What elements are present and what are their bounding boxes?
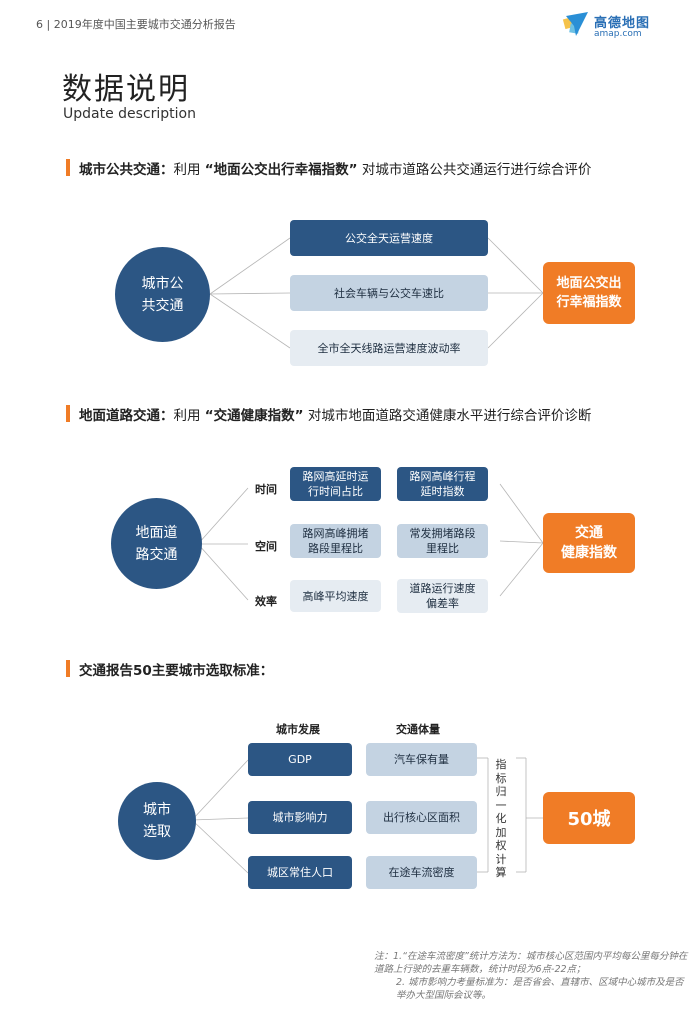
criteria-box: 在途车流密度 <box>366 856 477 889</box>
indicator-box: 路网高峰行程延时指数 <box>397 467 488 501</box>
section-marker <box>66 660 70 677</box>
footnote: 注：1.“在途车流密度”统计方法为：城市核心区范围内平均每公里每分钟在道路上行驶… <box>374 950 688 1002</box>
criteria-box: GDP <box>248 743 352 776</box>
criteria-box: 出行核心区面积 <box>366 801 477 834</box>
row-label-efficiency: 效率 <box>255 595 277 608</box>
section-1-item: 公交全天运营速度 <box>290 220 488 256</box>
section-3-result: 50城 <box>543 792 635 844</box>
row-label-time: 时间 <box>255 483 277 496</box>
footnote-1: 注：1.“在途车流密度”统计方法为：城市核心区范围内平均每公里每分钟在道路上行驶… <box>374 951 688 975</box>
section-1-result: 地面公交出行幸福指数 <box>543 262 635 324</box>
amap-logo: 高德地图 amap.com <box>562 10 672 44</box>
indicator-box: 路网高延时运行时间占比 <box>290 467 381 501</box>
criteria-box: 城市影响力 <box>248 801 352 834</box>
section-3-title: 交通报告50主要城市选取标准： <box>79 663 274 679</box>
section-2-quote: “交通健康指数” <box>204 408 304 424</box>
indicator-box: 道路运行速度偏差率 <box>397 579 488 613</box>
normalization-vertical-label: 指标归 一化加 权计算 <box>495 758 507 879</box>
column-header-city-development: 城市发展 <box>276 723 320 736</box>
logo-mark-icon <box>562 12 588 36</box>
section-1-item: 社会车辆与公交车速比 <box>290 275 488 311</box>
page-title: 数据说明 <box>62 72 190 107</box>
section-marker <box>66 405 70 422</box>
section-3-circle: 城市选取 <box>118 782 196 860</box>
section-2-mid: 利用 <box>173 408 201 424</box>
indicator-box: 路网高峰拥堵路段里程比 <box>290 524 381 558</box>
footnote-2: 2. 城市影响力考量标准为：是否省会、直辖市、区域中心城市及是否举办大型国际会议… <box>396 977 684 1001</box>
indicator-box: 高峰平均速度 <box>290 580 381 612</box>
section-2-suffix: 对城市地面道路交通健康水平进行综合评价诊断 <box>307 408 592 424</box>
section-1-prefix: 城市公共交通： <box>79 162 174 178</box>
section-1-item: 全市全天线路运营速度波动率 <box>290 330 488 366</box>
section-2-circle: 地面道路交通 <box>111 498 202 589</box>
criteria-box: 城区常住人口 <box>248 856 352 889</box>
section-1-quote: “地面公交出行幸福指数” <box>204 162 358 178</box>
page-subtitle: Update description <box>63 106 196 122</box>
criteria-box: 汽车保有量 <box>366 743 477 776</box>
page-header: 6 | 2019年度中国主要城市交通分析报告 <box>36 18 236 31</box>
logo-name: 高德地图 <box>594 16 651 31</box>
section-1-suffix: 对城市道路公共交通运行进行综合评价 <box>361 162 592 178</box>
section-1-mid: 利用 <box>173 162 201 178</box>
section-1-circle: 城市公共交通 <box>115 247 210 342</box>
logo-domain: amap.com <box>594 29 642 39</box>
indicator-box: 常发拥堵路段里程比 <box>397 524 488 558</box>
section-marker <box>66 159 70 176</box>
section-2-prefix: 地面道路交通： <box>79 408 174 424</box>
row-label-space: 空间 <box>255 540 277 553</box>
column-header-traffic-volume: 交通体量 <box>396 723 440 736</box>
section-2-result: 交通健康指数 <box>543 513 635 573</box>
